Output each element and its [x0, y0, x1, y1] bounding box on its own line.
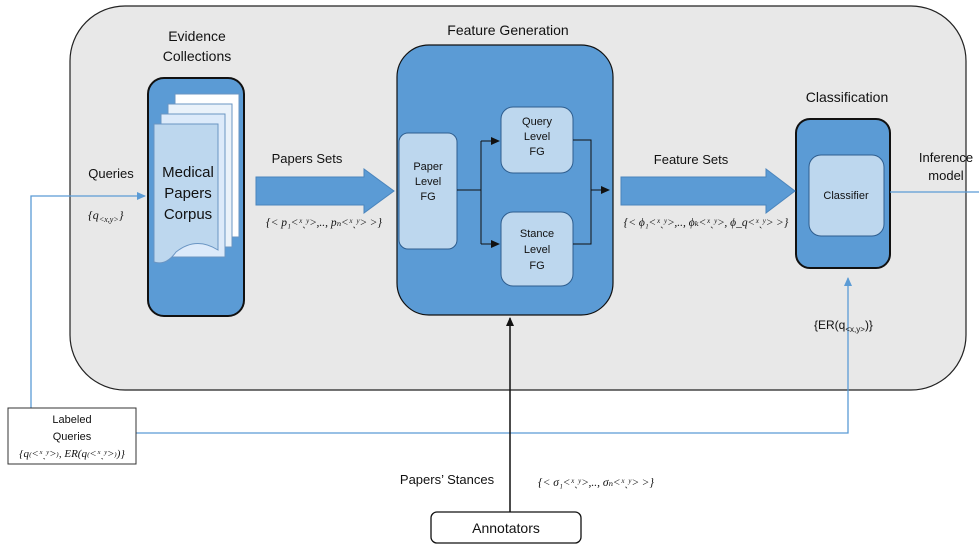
paper-level-fg-box: [398, 132, 458, 250]
corpus-line3: Corpus: [164, 206, 212, 223]
feature-sets-label: Feature Sets: [654, 152, 729, 167]
corpus-line1: Medical: [162, 164, 214, 181]
classifier-box: [808, 154, 885, 237]
query-level-line3: FG: [529, 146, 544, 158]
annotators-box: [430, 511, 582, 544]
inference-line2: model: [928, 168, 964, 183]
feature-sets-arrow: [620, 167, 796, 215]
stance-level-line2: Level: [524, 244, 550, 256]
corpus-line2: Papers: [164, 185, 212, 202]
classifier-label: Classifier: [823, 190, 869, 202]
queries-label: Queries: [88, 166, 134, 181]
inference-line1: Inference: [919, 150, 973, 165]
labeled-queries-line1: Labeled: [52, 414, 91, 426]
labeled-query-connectors: [30, 191, 979, 434]
paper-level-line1: Paper: [413, 161, 443, 173]
labeled-queries-line2: Queries: [53, 431, 92, 443]
feature-generation-title: Feature Generation: [447, 22, 568, 38]
paper-level-line2: Level: [415, 176, 441, 188]
document-stack-icon: [153, 123, 219, 264]
feature-formula: {< ϕ₁˂ˣˎʸ˃,.., ϕₖ˂ˣˎʸ˃, ϕ_q˂ˣˎʸ˃ >}: [624, 217, 789, 229]
labeled-queries-box: [7, 407, 137, 465]
papers-formula: {< p₁˂ˣˎʸ˃,.., pₙ˂ˣˎʸ˃ >}: [266, 217, 382, 229]
papers-sets-arrow: [255, 168, 395, 214]
stance-level-fg-box: [500, 211, 574, 287]
paper-level-line3: FG: [420, 191, 435, 203]
query-level-line1: Query: [522, 116, 552, 128]
fg-internal-connectors: [457, 137, 610, 248]
queries-set: {q<x,y>}: [88, 208, 124, 224]
annotators-label: Annotators: [472, 520, 540, 536]
er-label: {ER(q<x,y>)}: [814, 318, 873, 334]
papers-stances-label: Papers’ Stances: [400, 472, 495, 487]
stance-level-line1: Stance: [520, 228, 554, 240]
classification-title: Classification: [806, 89, 888, 105]
stance-level-line3: FG: [529, 260, 544, 272]
evidence-title-line1: Evidence: [168, 28, 226, 44]
papers-sets-label: Papers Sets: [272, 151, 343, 166]
evidence-collections-block: [147, 77, 245, 317]
evidence-title-line2: Collections: [163, 48, 231, 64]
labeled-queries-line3: {q₍˂ˣˎʸ˃₎, ER(q₍˂ˣˎʸ˃₎)}: [19, 448, 125, 460]
query-level-line2: Level: [524, 131, 550, 143]
stances-formula: {< σ₁˂ˣˎʸ˃,.., σₙ˂ˣˎʸ˃ >}: [538, 477, 654, 489]
